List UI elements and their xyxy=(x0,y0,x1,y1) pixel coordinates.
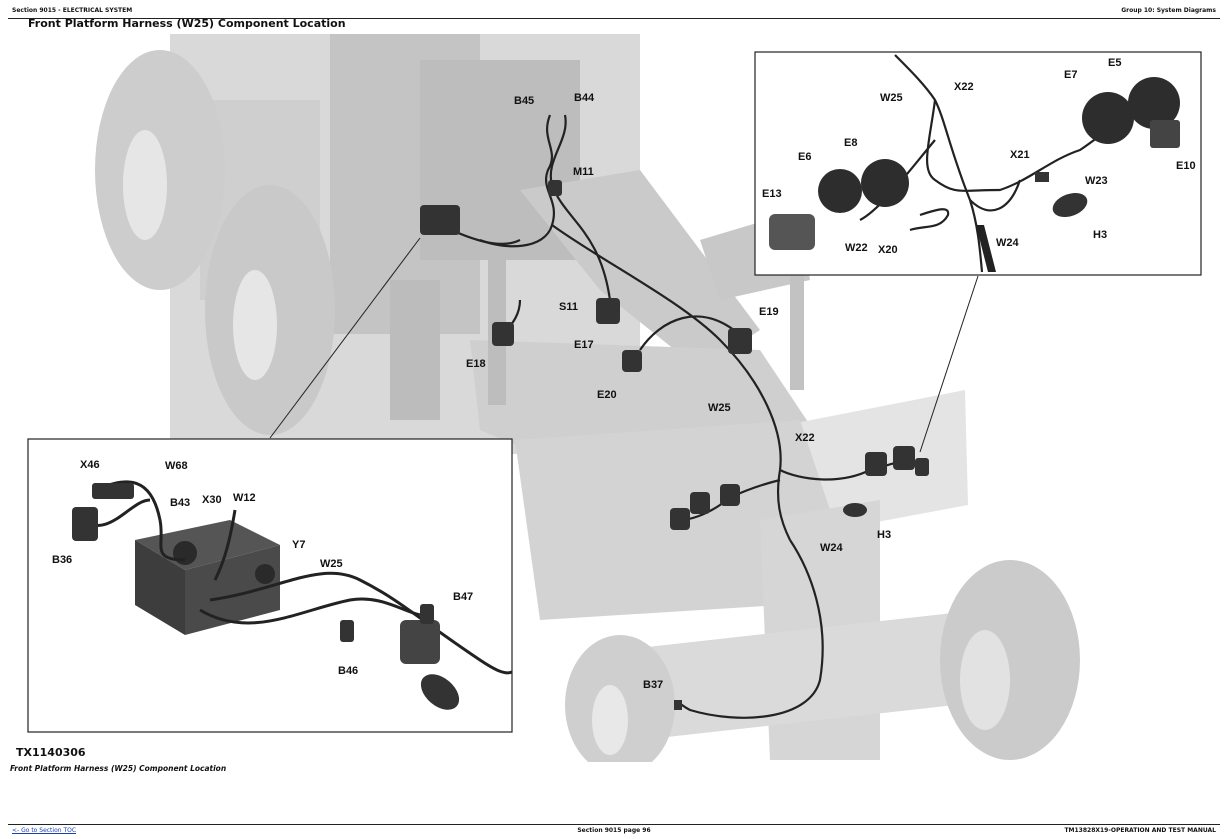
label-x30: X30 xyxy=(202,494,222,506)
figure-caption: Front Platform Harness (W25) Component L… xyxy=(10,764,227,773)
header-group: Group 10: System Diagrams xyxy=(1121,7,1216,14)
label-h3-inset: H3 xyxy=(1093,229,1107,241)
label-b36: B36 xyxy=(52,554,72,566)
label-w25-main: W25 xyxy=(708,402,731,414)
label-e20: E20 xyxy=(597,389,617,401)
label-x46: X46 xyxy=(80,459,100,471)
header-section: Section 9015 - ELECTRICAL SYSTEM xyxy=(12,7,133,14)
label-w12: W12 xyxy=(233,492,256,504)
page-title: Front Platform Harness (W25) Component L… xyxy=(28,17,346,30)
label-b47: B47 xyxy=(453,591,473,603)
footer-manual: TM13828X19-OPERATION AND TEST MANUAL xyxy=(1064,827,1216,834)
inset-hydraulic-valve: X46 W68 B43 X30 W12 B36 Y7 W25 B47 B46 xyxy=(27,438,513,733)
label-b46: B46 xyxy=(338,665,358,677)
label-e8: E8 xyxy=(844,137,857,149)
label-e18: E18 xyxy=(466,358,486,370)
label-e6: E6 xyxy=(798,151,811,163)
footer-page: Section 9015 page 96 xyxy=(577,827,651,834)
main-callouts: B45 B44 M11 S11 E17 E18 E19 E20 W25 X22 … xyxy=(466,92,891,691)
label-x20: X20 xyxy=(878,244,898,256)
label-e19: E19 xyxy=(759,306,779,318)
label-x22-main: X22 xyxy=(795,432,815,444)
label-x21: X21 xyxy=(1010,149,1030,161)
label-e5: E5 xyxy=(1108,57,1121,69)
label-h3-main: H3 xyxy=(877,529,891,541)
label-b37: B37 xyxy=(643,679,663,691)
label-s11: S11 xyxy=(559,301,578,313)
label-b43: B43 xyxy=(170,497,190,509)
label-e13: E13 xyxy=(762,188,782,200)
page-footer: <- Go to Section TOC Section 9015 page 9… xyxy=(8,824,1220,837)
label-w25-inset: W25 xyxy=(320,558,343,570)
label-b45: B45 xyxy=(514,95,534,107)
label-w24-main: W24 xyxy=(820,542,844,554)
label-w68: W68 xyxy=(165,460,188,472)
main-connectors xyxy=(420,180,929,710)
label-w22: W22 xyxy=(845,242,868,254)
label-b44: B44 xyxy=(574,92,595,104)
label-y7: Y7 xyxy=(292,539,305,551)
inset-front-lights: E5 E7 X22 W25 E8 E6 X21 E10 E13 W23 H3 W… xyxy=(754,51,1202,276)
label-w23: W23 xyxy=(1085,175,1108,187)
leader-lines xyxy=(269,237,979,453)
label-w25-inset2: W25 xyxy=(880,92,903,104)
section-toc-link[interactable]: <- Go to Section TOC xyxy=(12,827,77,834)
label-w24-inset: W24 xyxy=(996,237,1020,249)
label-m11: M11 xyxy=(573,166,594,178)
page-header: Section 9015 - ELECTRICAL SYSTEM Group 1… xyxy=(8,4,1220,19)
label-e17: E17 xyxy=(574,339,594,351)
component-location-figure: B45 B44 M11 S11 E17 E18 E19 E20 W25 X22 … xyxy=(27,34,1202,762)
label-e7: E7 xyxy=(1064,69,1077,81)
figure-id: TX1140306 xyxy=(16,746,86,759)
label-x22-inset: X22 xyxy=(954,81,974,93)
label-e10: E10 xyxy=(1176,160,1196,172)
